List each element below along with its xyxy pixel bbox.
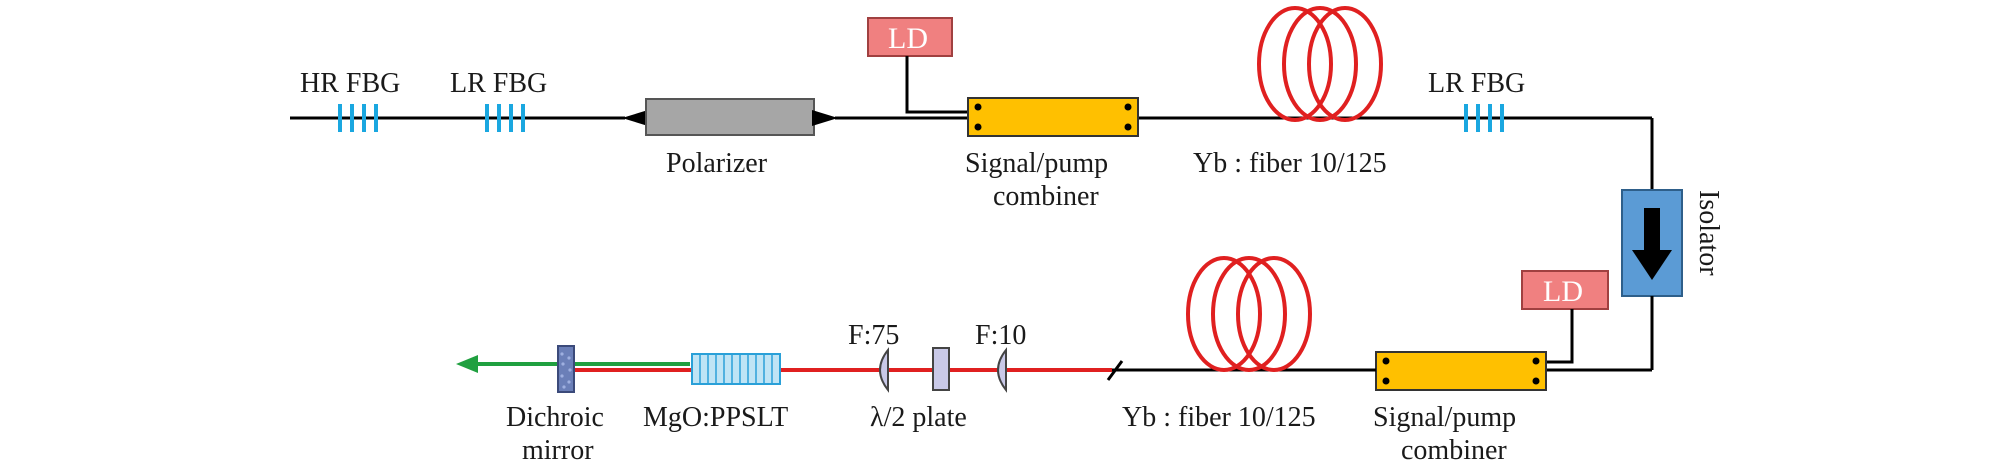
polarizer — [622, 98, 838, 136]
ld-bottom-box — [1521, 270, 1609, 310]
combiner-bottom-label-2: combiner — [1401, 435, 1507, 466]
ld-top-label: LD — [888, 22, 928, 55]
lens-f10-label: F:10 — [975, 320, 1026, 351]
mgo-ppslt-crystal — [691, 353, 781, 385]
yb-fiber-bottom-label: Yb : fiber 10/125 — [1122, 402, 1316, 433]
ld-bottom-label: LD — [1543, 275, 1583, 308]
hr-fbg-grating — [338, 104, 378, 132]
crystal-label: MgO:PPSLT — [643, 402, 788, 433]
isolator — [1621, 189, 1683, 297]
lens-f10 — [997, 347, 1007, 393]
isolator-label: Isolator — [1693, 190, 1724, 276]
lens-f75-label: F:75 — [848, 320, 899, 351]
combiner-top-label-1: Signal/pump — [965, 148, 1108, 179]
hr-fbg-label: HR FBG — [300, 68, 400, 99]
ld-bottom-lead — [1546, 309, 1574, 364]
lr-fbg-label-2: LR FBG — [1428, 68, 1525, 99]
half-wave-plate-label: λ/2 plate — [870, 402, 967, 433]
output-arrow-icon — [456, 355, 478, 373]
ld-top-box — [867, 17, 953, 57]
dichroic-label-2: mirror — [522, 435, 594, 466]
combiner-bottom-label-1: Signal/pump — [1373, 402, 1516, 433]
yb-fiber-coil-top — [1257, 6, 1383, 122]
yb-fiber-top-label: Yb : fiber 10/125 — [1193, 148, 1387, 179]
combiner-bottom — [1375, 351, 1547, 391]
dichroic-mirror — [557, 345, 575, 393]
half-wave-plate — [932, 347, 950, 391]
dichroic-label-1: Dichroic — [506, 402, 604, 433]
lr-fbg-grating-1 — [485, 104, 525, 132]
combiner-top-label-2: combiner — [993, 181, 1099, 212]
lr-fbg-label-1: LR FBG — [450, 68, 547, 99]
lens-f75 — [879, 347, 889, 393]
polarizer-label: Polarizer — [666, 148, 768, 179]
ld-top-lead — [905, 56, 970, 114]
lr-fbg-grating-2 — [1464, 104, 1504, 132]
fiber-angled-end — [1106, 360, 1124, 381]
combiner-top — [967, 97, 1139, 137]
yb-fiber-coil-bottom — [1186, 256, 1312, 372]
